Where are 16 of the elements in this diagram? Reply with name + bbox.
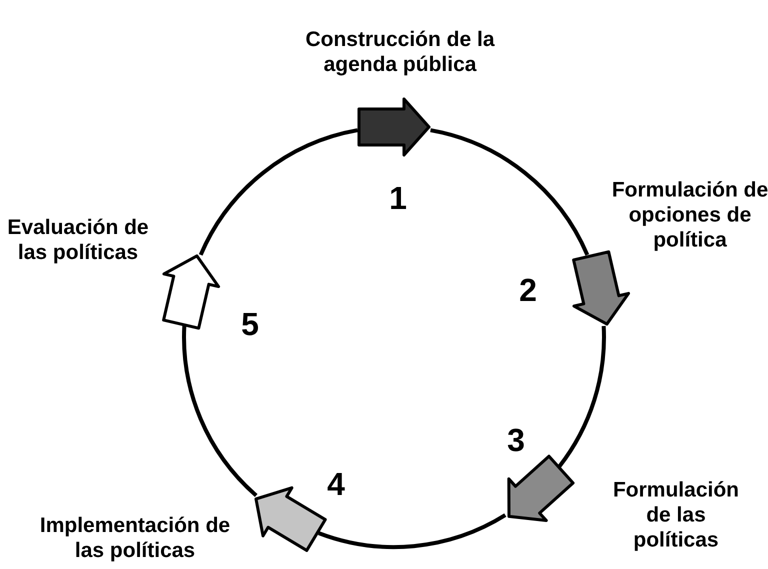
stage-label: Construcción de la agenda pública bbox=[305, 27, 495, 77]
circle-arc bbox=[430, 128, 590, 256]
step-number: 1 bbox=[389, 181, 407, 215]
block-arrow bbox=[357, 97, 431, 157]
stage-label: Formulación de las políticas bbox=[612, 478, 740, 552]
step-number: 3 bbox=[507, 423, 525, 457]
circle-arc bbox=[558, 326, 606, 468]
circle-arc bbox=[182, 326, 258, 497]
circle-arc bbox=[318, 513, 506, 549]
stage-label: Implementación de las políticas bbox=[38, 513, 232, 563]
step-number: 2 bbox=[519, 273, 537, 307]
stage-label: Evaluación de las políticas bbox=[6, 215, 150, 265]
step-number: 5 bbox=[241, 307, 259, 341]
stage-label: Formulación de opciones de política bbox=[610, 178, 768, 252]
step-number: 4 bbox=[327, 467, 345, 501]
circle-arc bbox=[198, 128, 358, 256]
